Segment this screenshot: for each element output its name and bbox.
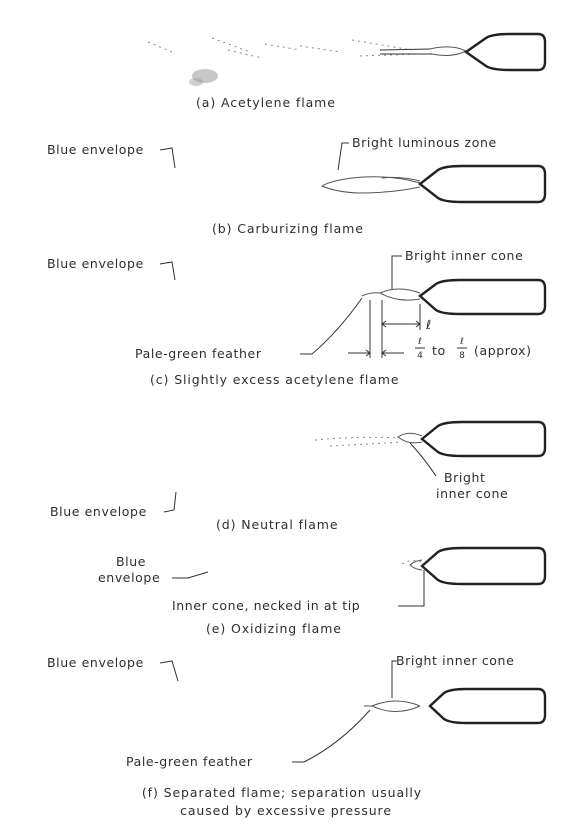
excess-acetylene-flame — [361, 288, 421, 301]
blue-envelope-label-b: Blue envelope — [47, 142, 144, 157]
pale-green-feather-label-c: Pale-green feather — [135, 346, 262, 361]
blue-envelope-label-f: Blue envelope — [47, 655, 144, 670]
neutral-flame — [314, 432, 423, 447]
caption-d: (d) Neutral flame — [216, 517, 338, 532]
feather-leader-f — [292, 709, 371, 763]
blue-envelope-label-e-line2: envelope — [98, 570, 160, 585]
caption-e: (e) Oxidizing flame — [206, 621, 342, 636]
blue-envelope-label-c: Blue envelope — [47, 256, 144, 271]
panel-a: (a) Acetylene flame — [147, 32, 547, 110]
torch-tip-c — [418, 278, 547, 316]
blue-envelope-label-d: Blue envelope — [50, 504, 147, 519]
inner-cone-leader-c — [391, 255, 402, 290]
inner-cone-leader-e — [398, 570, 425, 607]
pale-green-feather-label-f: Pale-green feather — [126, 754, 253, 769]
ratio-fraction-1-numerator: ℓ — [417, 337, 422, 347]
blue-envelope-leader-f — [159, 660, 179, 682]
inner-cone-label-d-line2: inner cone — [436, 486, 508, 501]
ratio-fraction-1-denominator: 4 — [417, 351, 423, 361]
torch-tip-b — [418, 164, 547, 204]
torch-tip-e — [420, 546, 547, 586]
caption-b: (b) Carburizing flame — [212, 221, 364, 236]
blue-envelope-label-e-line1: Blue — [116, 554, 146, 569]
panel-f: Blue envelope Bright inner cone Pale-gre… — [47, 653, 547, 818]
blue-envelope-leader-d — [163, 491, 177, 513]
luminous-zone-leader-b — [337, 142, 349, 171]
ratio-fraction-2-numerator: ℓ — [459, 337, 464, 347]
blue-envelope-leader-b — [159, 147, 176, 169]
inner-cone-leader-d — [409, 442, 437, 477]
caption-f-line1: (f) Separated flame; separation usually — [142, 785, 422, 800]
panel-e: Blue envelope Inner cone, necked in at t… — [98, 546, 547, 636]
inner-cone-leader-f — [391, 660, 397, 698]
caption-f-line2: caused by excessive pressure — [180, 803, 392, 818]
panel-b: Blue envelope Bright luminous zone (b) C… — [47, 135, 547, 236]
caption-a: (a) Acetylene flame — [196, 95, 336, 110]
cone-length-label: ℓ — [425, 317, 432, 332]
acetylene-flame — [379, 46, 468, 56]
panel-c: Blue envelope Bright inner cone ℓ ℓ 4 — [47, 248, 547, 387]
torch-tip-f — [428, 687, 547, 725]
oxidizing-flame — [401, 559, 423, 571]
torch-tip-a — [463, 32, 547, 72]
length-ratio: ℓ 4 to ℓ 8 (approx) — [415, 337, 532, 361]
inner-cone-label-e: Inner cone, necked in at tip — [172, 598, 360, 613]
separated-flame — [364, 700, 421, 712]
caption-c: (c) Slightly excess acetylene flame — [150, 372, 399, 387]
acetylene-smoke — [147, 37, 421, 86]
luminous-zone-label-b: Bright luminous zone — [352, 135, 497, 150]
ratio-fraction-2-denominator: 8 — [459, 351, 465, 361]
inner-cone-label-f: Bright inner cone — [396, 653, 514, 668]
ratio-to-text: to — [432, 343, 446, 358]
feather-leader-c — [300, 297, 363, 355]
carburizing-flame — [320, 176, 421, 194]
torch-tip-d — [420, 420, 547, 458]
panel-d: Bright inner cone Blue envelope (d) Neut… — [50, 420, 547, 532]
blue-envelope-leader-e — [172, 571, 209, 579]
ratio-approx-text: (approx) — [474, 343, 532, 358]
inner-cone-label-d-line1: Bright — [444, 470, 486, 485]
dimension-lines — [348, 300, 421, 358]
inner-cone-label-c: Bright inner cone — [405, 248, 523, 263]
blue-envelope-leader-c — [159, 261, 176, 281]
